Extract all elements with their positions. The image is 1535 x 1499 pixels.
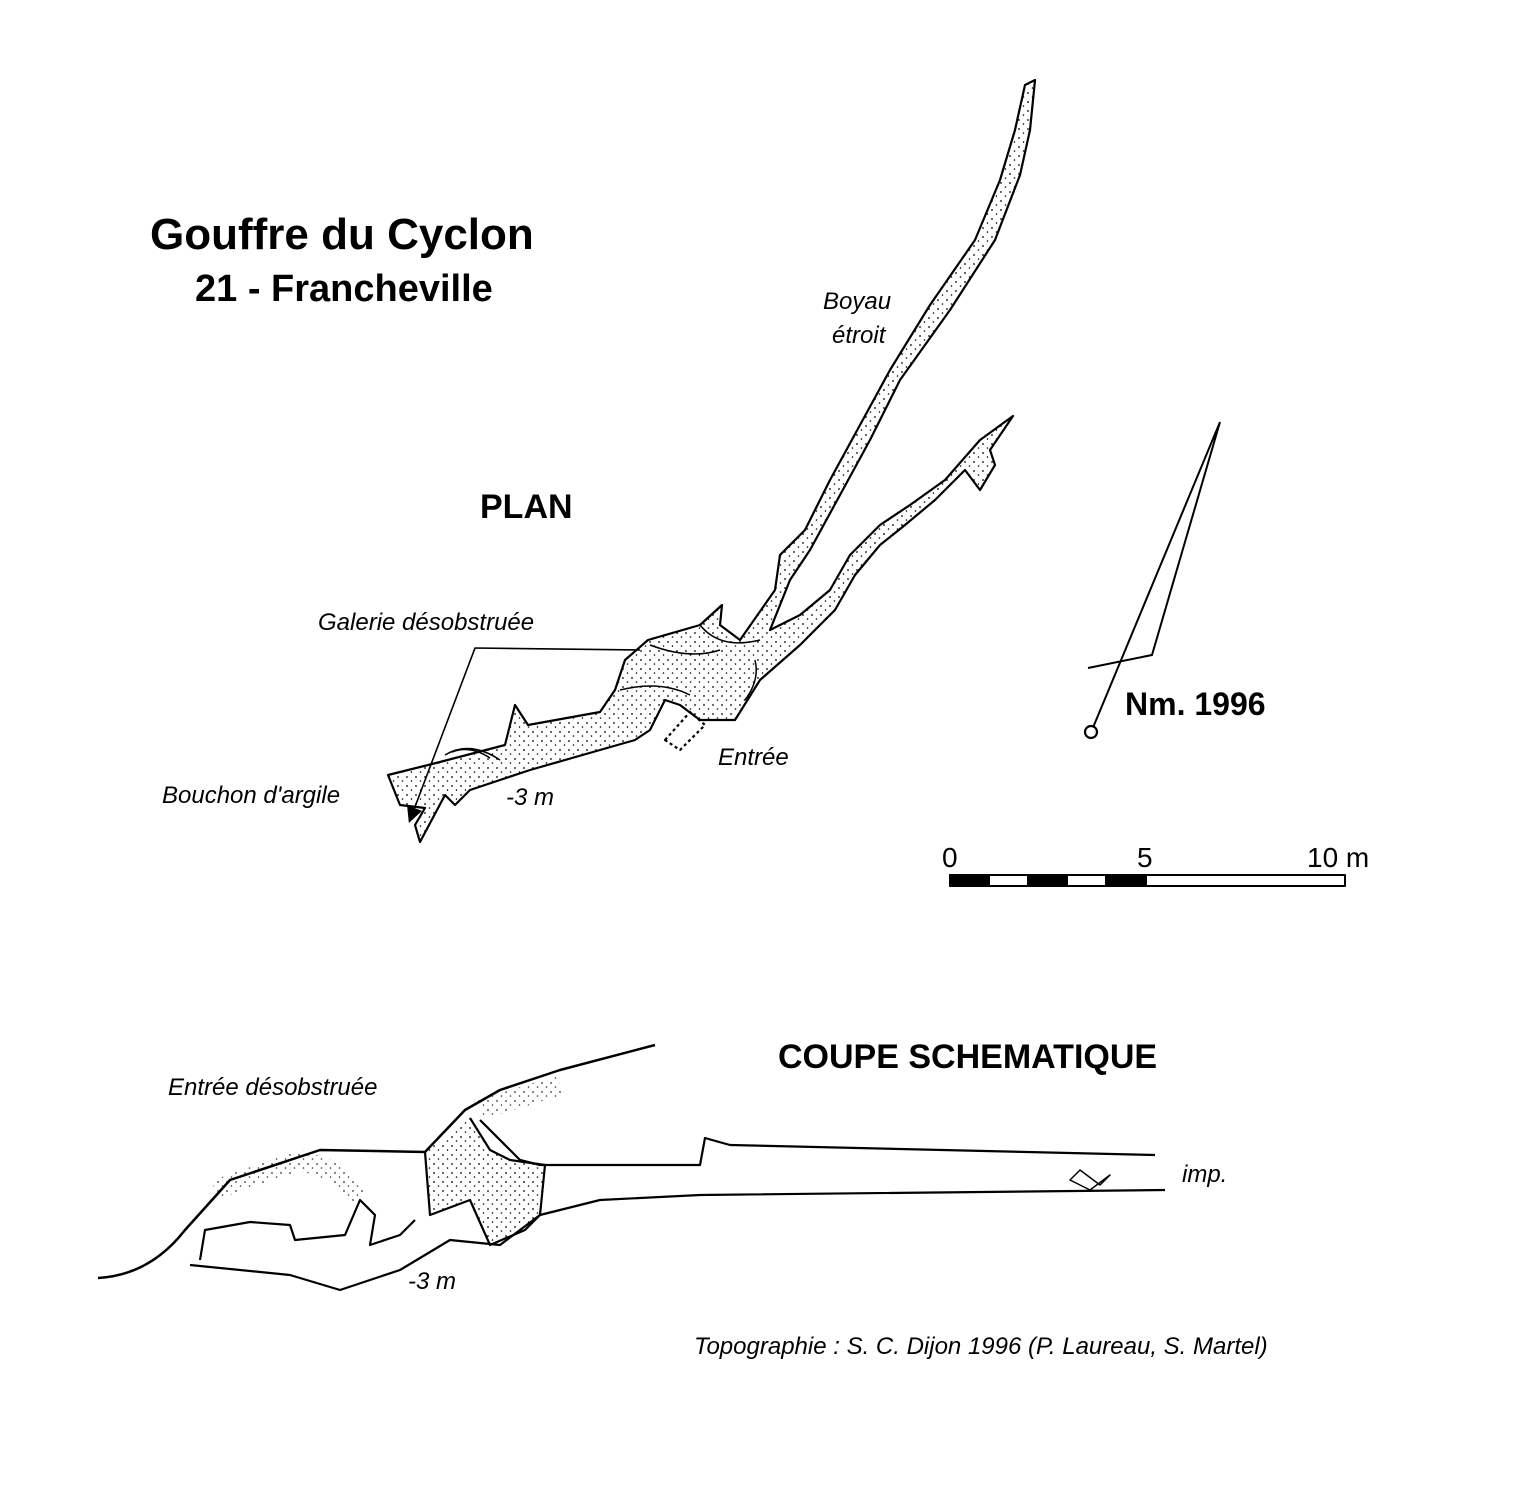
label-entree-desobstruee: Entrée désobstruée: [168, 1074, 378, 1101]
label-plan-depth: -3 m: [506, 784, 554, 811]
plan-heading: PLAN: [480, 488, 573, 526]
map-subtitle: 21 - Francheville: [195, 268, 493, 310]
scale-tick-0: 0: [942, 842, 958, 873]
section-shaft: [423, 1117, 547, 1247]
map-title: Gouffre du Cyclon: [150, 210, 534, 259]
scale-tick-5: 5: [1137, 842, 1153, 873]
plan-entrance-shaft: [663, 710, 707, 752]
scale-tick-10: 10 m: [1307, 842, 1370, 873]
label-bouchon: Bouchon d'argile: [162, 782, 341, 809]
section-heading: COUPE SCHEMATIQUE: [778, 1038, 1158, 1076]
label-boyau: Boyau: [823, 288, 892, 315]
plan-main-gallery: [386, 78, 1037, 844]
section-ground: [97, 1043, 656, 1280]
section-passage-roof: [479, 1119, 1156, 1167]
scale-bar: [949, 874, 1346, 887]
credit: Topographie : S. C. Dijon 1996 (P. Laure…: [694, 1333, 1268, 1360]
north-label: Nm. 1996: [1125, 686, 1266, 722]
north-arrow-icon: [1083, 421, 1221, 740]
label-section-depth: -3 m: [408, 1268, 456, 1295]
label-galerie: Galerie désobstruée: [318, 609, 535, 636]
galerie-arrow: [407, 647, 641, 823]
label-imp: imp.: [1182, 1161, 1228, 1188]
label-entree: Entrée: [718, 744, 789, 771]
label-etroit: étroit: [832, 322, 886, 349]
section-floor: [189, 1188, 1166, 1292]
